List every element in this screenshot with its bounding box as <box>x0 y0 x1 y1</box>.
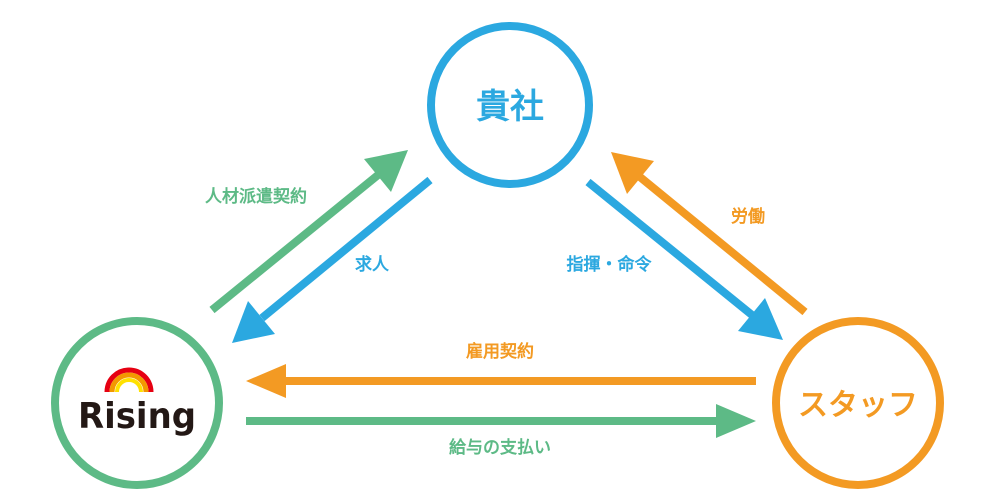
node-client: 貴社 <box>427 22 593 188</box>
logo-arc-red <box>104 367 154 393</box>
client-circle <box>427 22 593 188</box>
arrow-job-offer <box>232 176 433 343</box>
label-employment-contract: 雇用契約 <box>466 341 534 362</box>
arrow-labor <box>611 152 808 316</box>
label-dispatch-contract: 人材派遣契約 <box>205 186 307 207</box>
arrow-shaft <box>259 176 433 322</box>
label-labor: 労働 <box>731 206 765 227</box>
staff-circle <box>772 317 944 489</box>
arrow-shaft <box>209 171 381 314</box>
arrowhead <box>611 152 654 194</box>
staff-label: スタッフ <box>798 388 918 423</box>
arrow-dispatch-contract <box>209 150 408 314</box>
arrowhead <box>716 404 756 438</box>
arrowhead <box>246 364 286 398</box>
logo-arc-orange <box>109 372 149 393</box>
rising-circle <box>51 317 223 489</box>
node-rising: Rising <box>51 317 223 489</box>
arrowhead <box>232 301 275 343</box>
label-direction: 指揮・命令 <box>567 254 653 275</box>
label-job-offer: 求人 <box>355 254 390 275</box>
rising-logo: Rising <box>78 367 196 437</box>
arrow-shaft <box>637 173 808 316</box>
node-staff: スタッフ <box>772 317 944 489</box>
client-label: 貴社 <box>476 87 544 127</box>
arrow-employment-contract <box>246 364 756 398</box>
arrow-direction <box>585 178 783 340</box>
arrow-salary-payment <box>246 404 756 438</box>
arrowhead <box>364 150 408 192</box>
logo-arc-yellow <box>115 378 143 393</box>
arrow-shaft <box>585 178 755 319</box>
label-salary-payment: 給与の支払い <box>449 437 551 458</box>
arrowhead <box>738 298 783 340</box>
rising-logo-text: Rising <box>78 396 196 437</box>
